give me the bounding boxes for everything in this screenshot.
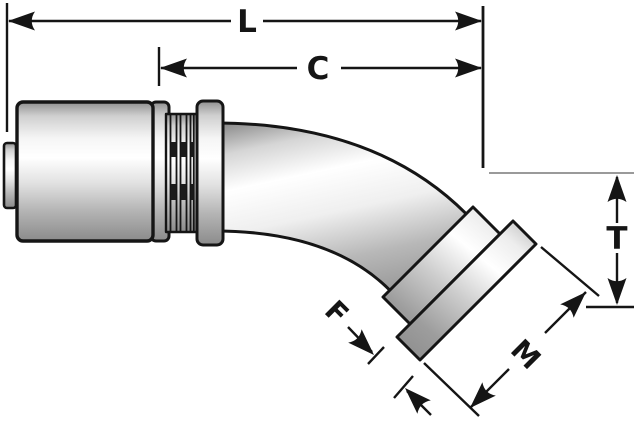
dim-label-C: C (307, 51, 330, 87)
dim-L (8, 11, 482, 31)
dim-F (347, 326, 432, 416)
tick-f-back-face (367, 346, 385, 365)
ribbed-neck (164, 112, 199, 234)
elbow-tube (214, 121, 468, 293)
dim-label-F: F (318, 294, 355, 331)
dim-C (160, 58, 482, 78)
crimp-collar (195, 99, 225, 247)
arrowhead-icon (160, 58, 187, 78)
dimension-annotations (5, 3, 634, 417)
dim-M (463, 285, 593, 415)
arrowhead-icon (607, 175, 627, 202)
ext-line-m-upper (540, 246, 600, 297)
rib-lines (169, 114, 195, 232)
arrowhead-icon (455, 11, 482, 31)
rib-shading-marks (171, 142, 194, 200)
coupling-body (2, 99, 538, 362)
arrowhead-icon (607, 278, 627, 305)
tick-f-front-face (393, 375, 414, 399)
dim-label-T: T (606, 221, 627, 257)
arrowhead-icon (455, 58, 482, 78)
dim-label-M: M (504, 333, 547, 376)
flange-head (395, 219, 538, 362)
dim-T (607, 175, 627, 305)
dim-label-L: L (237, 4, 257, 40)
hose-stem-nipple (2, 141, 18, 210)
crimp-shell (15, 100, 155, 243)
arrowhead-icon (8, 11, 35, 31)
